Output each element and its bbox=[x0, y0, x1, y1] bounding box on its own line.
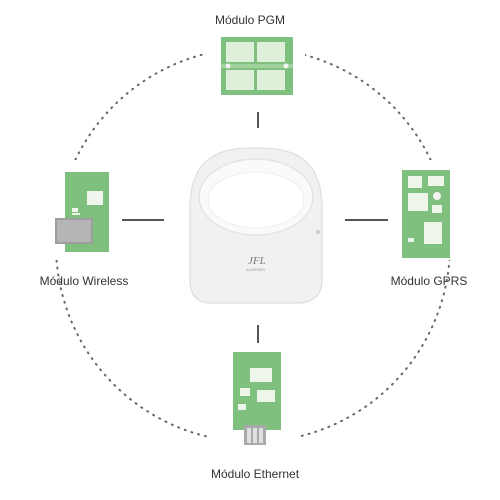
svg-text:ALARMES: ALARMES bbox=[246, 267, 265, 272]
wireless-module-board bbox=[55, 172, 109, 252]
module-gprs-label: Módulo GPRS bbox=[390, 274, 468, 288]
gprs-module-board bbox=[402, 170, 450, 258]
jfl-logo: JFL ALARMES bbox=[246, 255, 266, 272]
central-panel-device: JFL ALARMES bbox=[189, 147, 323, 304]
module-ethernet-label: Módulo Ethernet bbox=[210, 467, 300, 481]
ethernet-module-board bbox=[233, 352, 281, 445]
module-wireless-label: Módulo Wireless bbox=[39, 274, 129, 288]
pgm-module-board bbox=[221, 37, 293, 95]
module-pgm-label: Módulo PGM bbox=[214, 13, 286, 27]
svg-text:JFL: JFL bbox=[248, 255, 266, 267]
